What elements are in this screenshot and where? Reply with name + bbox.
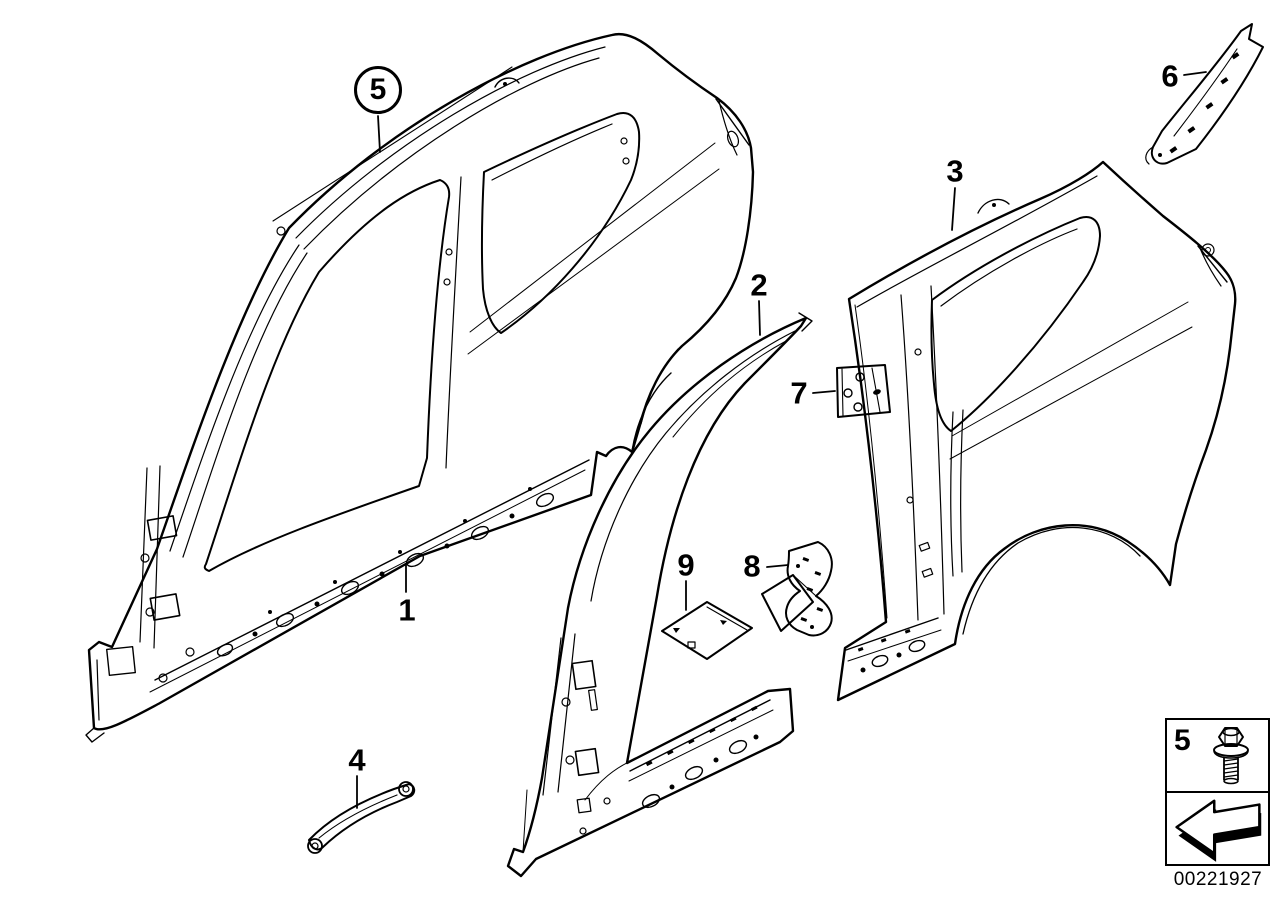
image-number: 00221927 <box>1173 869 1263 890</box>
part-6-pillar-cover-strip <box>1146 24 1263 164</box>
part-2-side-frame-front-section <box>508 313 812 876</box>
part-4-reinforcement-strap <box>308 782 414 853</box>
part-8-bracket <box>762 542 832 635</box>
legend-fastener-number: 5 <box>1174 724 1191 757</box>
part-5-extent-line <box>273 67 512 221</box>
callout-4[interactable]: 4 <box>348 742 366 778</box>
part-1-complete-side-frame <box>86 34 753 742</box>
leader-line-6 <box>1184 72 1206 75</box>
callout-6[interactable]: 6 <box>1161 58 1179 94</box>
leader-line-2 <box>759 301 760 335</box>
part-7-mounting-plate <box>837 365 890 417</box>
leader-line-3 <box>952 188 955 230</box>
callout-7[interactable]: 7 <box>790 375 808 411</box>
legend-direction-cell <box>1167 793 1268 864</box>
callout-leader-lines <box>273 67 1206 808</box>
callout-5-circled[interactable]: 5 <box>354 66 402 114</box>
leader-line-5 <box>378 116 380 152</box>
callout-5-label: 5 <box>369 73 387 106</box>
leader-line-8 <box>767 565 788 567</box>
direction-arrow-icon <box>1171 795 1261 862</box>
callout-9[interactable]: 9 <box>677 547 695 583</box>
part-3-side-frame-rear-section <box>838 162 1235 700</box>
callout-2[interactable]: 2 <box>750 267 768 303</box>
legend-fastener-cell: 5 <box>1167 720 1268 793</box>
callout-1[interactable]: 1 <box>398 592 416 628</box>
legend-box: 5 <box>1165 718 1270 866</box>
callout-8[interactable]: 8 <box>743 548 761 584</box>
part-9-reinforcement-plate <box>662 602 752 659</box>
leader-line-7 <box>813 391 835 393</box>
callout-3[interactable]: 3 <box>946 153 964 189</box>
bolt-icon <box>1208 723 1254 789</box>
